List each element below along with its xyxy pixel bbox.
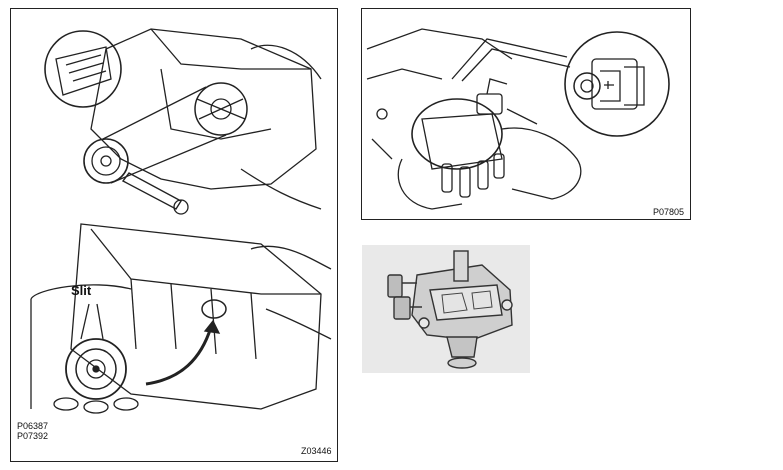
distributor-photo-drawing <box>387 250 513 369</box>
figure-id: Z03446 <box>301 446 332 456</box>
figure-id: P07805 <box>653 207 685 217</box>
left-illustration-panel: Slit P06387 P07392 Z03446 <box>10 8 338 462</box>
figure-code-1: P06387 <box>17 421 49 431</box>
engine-belt-illustration <box>30 28 332 414</box>
distributor-photo <box>362 245 530 373</box>
distributor-illustration <box>366 28 670 210</box>
distributor-illustration-panel: P07805 <box>361 8 691 220</box>
slit-label: Slit <box>71 283 92 298</box>
figure-code-2: P07392 <box>17 431 49 441</box>
